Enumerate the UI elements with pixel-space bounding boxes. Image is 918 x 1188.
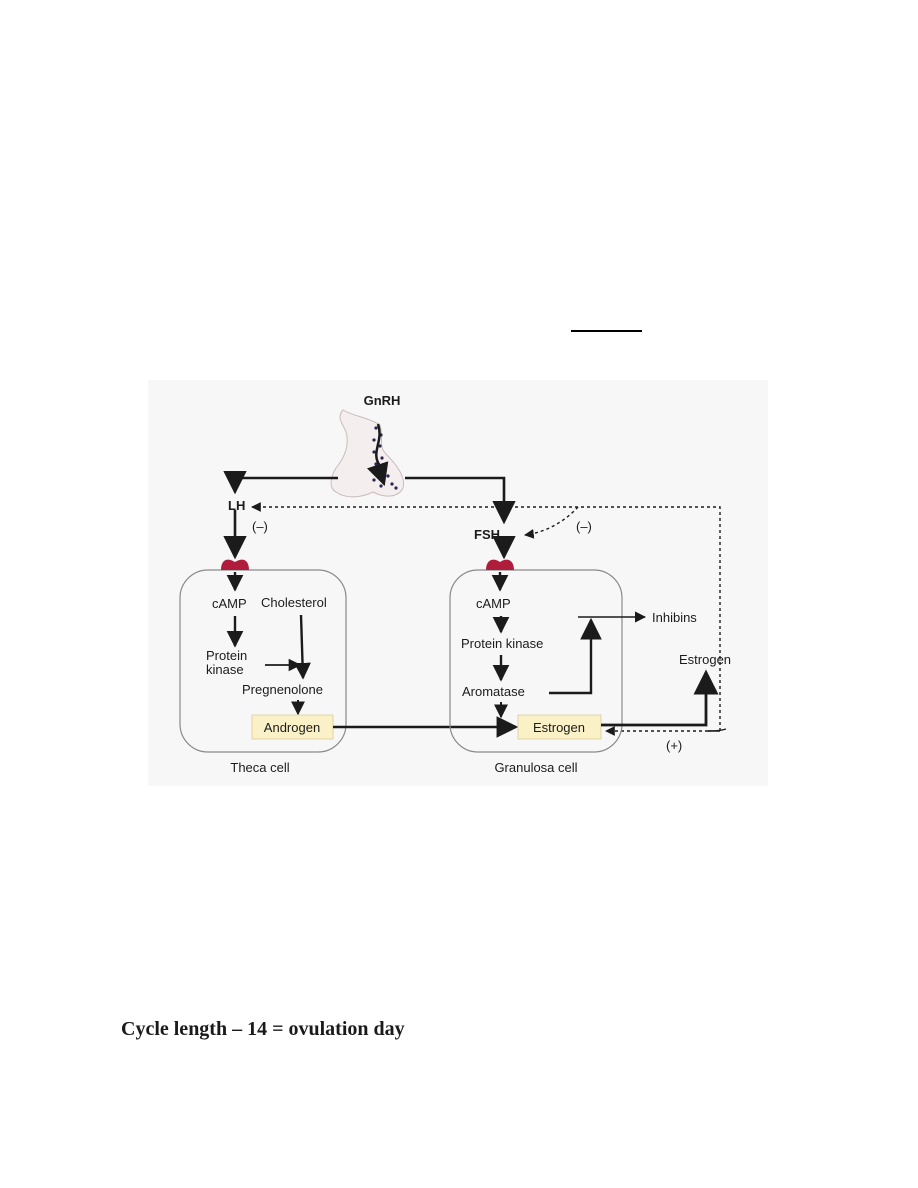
lh-receptor: [221, 559, 249, 570]
ovulation-formula: Cycle length – 14 = ovulation day: [121, 1018, 405, 1040]
inhibin-negative-feedback-to-fsh: [524, 506, 579, 539]
androgen-label: Androgen: [264, 720, 320, 735]
pregnenolone-label: Pregnenolone: [242, 682, 323, 697]
aromatase-to-inhibins-arrow: [549, 617, 602, 695]
theca-cell-caption: Theca cell: [230, 760, 289, 775]
pathway-diagram: GnRH LH (–) FSH (–) (+) cAMP Cholesterol…: [179, 393, 731, 775]
lh-label: LH: [228, 498, 245, 513]
estrogen-output-arrow: [601, 669, 719, 727]
gnrh-arrow: [366, 423, 389, 487]
estrogen-box: [517, 714, 602, 740]
inhibins-label: Inhibins: [652, 610, 697, 625]
fsh-label: FSH: [474, 527, 500, 542]
hormone-pathway-figure: GnRH LH (–) FSH (–) (+) cAMP Cholesterol…: [148, 380, 768, 786]
cholesterol-to-pregnenolone-arrow: [294, 614, 311, 680]
aromatase-label: Aromatase: [462, 684, 525, 699]
granulosa-camp-label: cAMP: [476, 596, 511, 611]
granulosa-cell-caption: Granulosa cell: [494, 760, 577, 775]
granulosa-cell-outline: [449, 569, 623, 753]
estrogen-label: Estrogen: [533, 720, 585, 735]
underline-mark: [571, 330, 642, 332]
pituitary-to-lh-arrow: [223, 470, 338, 495]
theca-camp-label: cAMP: [212, 596, 247, 611]
fsh-negative-feedback: (–): [576, 519, 592, 534]
positive-feedback-label: (+): [666, 738, 682, 753]
gnrh-label: GnRH: [364, 393, 401, 408]
theca-protein-label: Protein: [206, 648, 247, 663]
granulosa-protein-kinase-label: Protein kinase: [461, 636, 543, 651]
theca-kinase-label: kinase: [206, 662, 244, 677]
estrogen-output-label: Estrogen: [679, 652, 731, 667]
lh-negative-feedback: (–): [252, 519, 268, 534]
cholesterol-label: Cholesterol: [261, 595, 327, 610]
pituitary-to-fsh-arrow: [405, 476, 516, 525]
fsh-receptor: [486, 559, 514, 570]
theca-cell-outline: [179, 569, 347, 753]
